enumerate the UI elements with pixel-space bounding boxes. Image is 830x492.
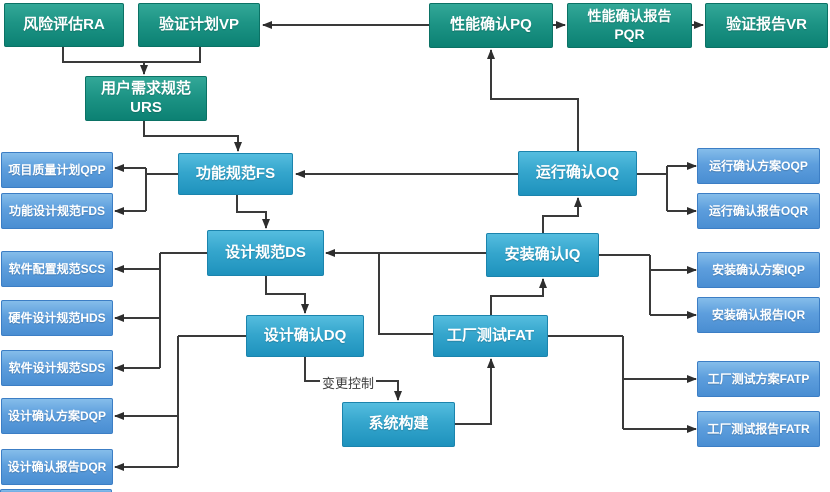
edge-iq-to-oq xyxy=(542,197,582,233)
node-factory-test-fat: 工厂测试FAT xyxy=(433,315,548,357)
node-validation-report-vr: 验证报告VR xyxy=(705,3,828,48)
node-oq-protocol-oqp: 运行确认方案OQP xyxy=(697,148,820,184)
node-hardware-design-spec-hds: 硬件设计规范HDS xyxy=(1,300,113,336)
edge-urs-to-fs xyxy=(143,121,242,152)
node-pq-report-pqr: 性能确认报告 PQR xyxy=(567,3,692,48)
node-installation-qualification-iq: 安装确认IQ xyxy=(486,233,599,277)
edge-build-to-fat xyxy=(455,358,495,425)
node-clipped-bottom xyxy=(0,489,112,492)
node-validation-plan-vp: 验证计划VP xyxy=(138,3,260,47)
change-control-label: 变更控制 xyxy=(320,373,377,392)
edge-ra-vp-join xyxy=(62,47,201,63)
node-operational-qualification-oq: 运行确认OQ xyxy=(518,151,637,196)
node-project-quality-plan-qpp: 项目质量计划QPP xyxy=(1,152,113,188)
node-software-config-spec-scs: 软件配置规范SCS xyxy=(1,251,113,287)
node-dq-report-dqr: 设计确认报告DQR xyxy=(1,449,113,485)
node-fat-protocol-fatp: 工厂测试方案FATP xyxy=(697,361,820,397)
node-oq-report-oqr: 运行确认报告OQR xyxy=(697,193,820,229)
node-iq-protocol-iqp: 安装确认方案IQP xyxy=(697,252,820,288)
node-system-build: 系统构建 xyxy=(342,402,455,447)
node-design-qualification-dq: 设计确认DQ xyxy=(246,315,364,357)
node-iq-report-iqr: 安装确认报告IQR xyxy=(697,297,820,333)
edge-oq-to-pq xyxy=(487,49,579,151)
edge-fat-to-ds-trunk xyxy=(378,253,433,335)
node-user-requirements-urs: 用户需求规范 URS xyxy=(85,76,207,121)
node-software-design-spec-sds: 软件设计规范SDS xyxy=(1,350,113,386)
node-functional-design-spec-fds: 功能设计规范FDS xyxy=(1,193,113,229)
node-design-spec-ds: 设计规范DS xyxy=(207,230,324,276)
node-functional-spec-fs: 功能规范FS xyxy=(178,153,293,195)
edge-ds-to-dq xyxy=(265,276,309,314)
edge-fs-to-ds xyxy=(236,195,270,229)
edge-fat-to-iq xyxy=(490,278,547,315)
node-risk-assessment-ra: 风险评估RA xyxy=(4,3,124,47)
node-fat-report-fatr: 工厂测试报告FATR xyxy=(697,411,820,447)
node-dq-protocol-dqp: 设计确认方案DQP xyxy=(1,398,113,434)
node-performance-qualification-pq: 性能确认PQ xyxy=(429,3,553,48)
